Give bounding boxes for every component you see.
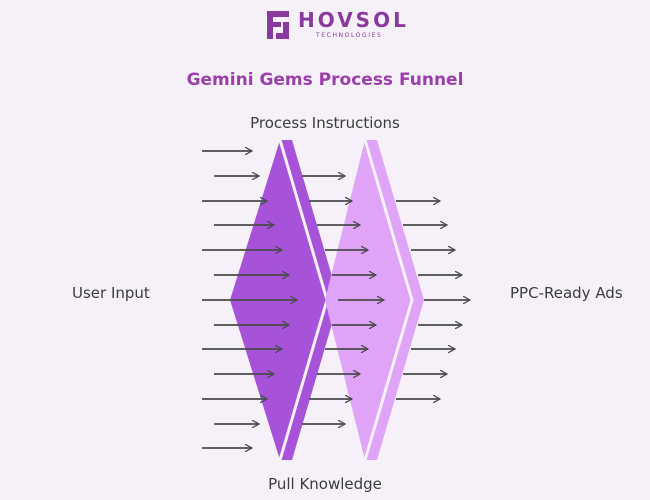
label-process-instructions: Process Instructions — [250, 114, 400, 132]
brand-logo: HOVSOL TECHNOLOGIES — [0, 8, 650, 44]
logo-subtitle: TECHNOLOGIES — [316, 32, 383, 39]
label-user-input: User Input — [72, 284, 150, 302]
hovsol-logo-icon — [267, 11, 289, 39]
label-pull-knowledge: Pull Knowledge — [268, 475, 382, 493]
diagram-title: Gemini Gems Process Funnel — [186, 70, 464, 90]
middle-arrows — [302, 176, 384, 424]
input-arrows — [202, 151, 297, 448]
label-ppc-ready-ads: PPC-Ready Ads — [510, 284, 623, 302]
output-arrows — [396, 201, 470, 399]
logo-name: HOVSOL — [298, 8, 409, 32]
